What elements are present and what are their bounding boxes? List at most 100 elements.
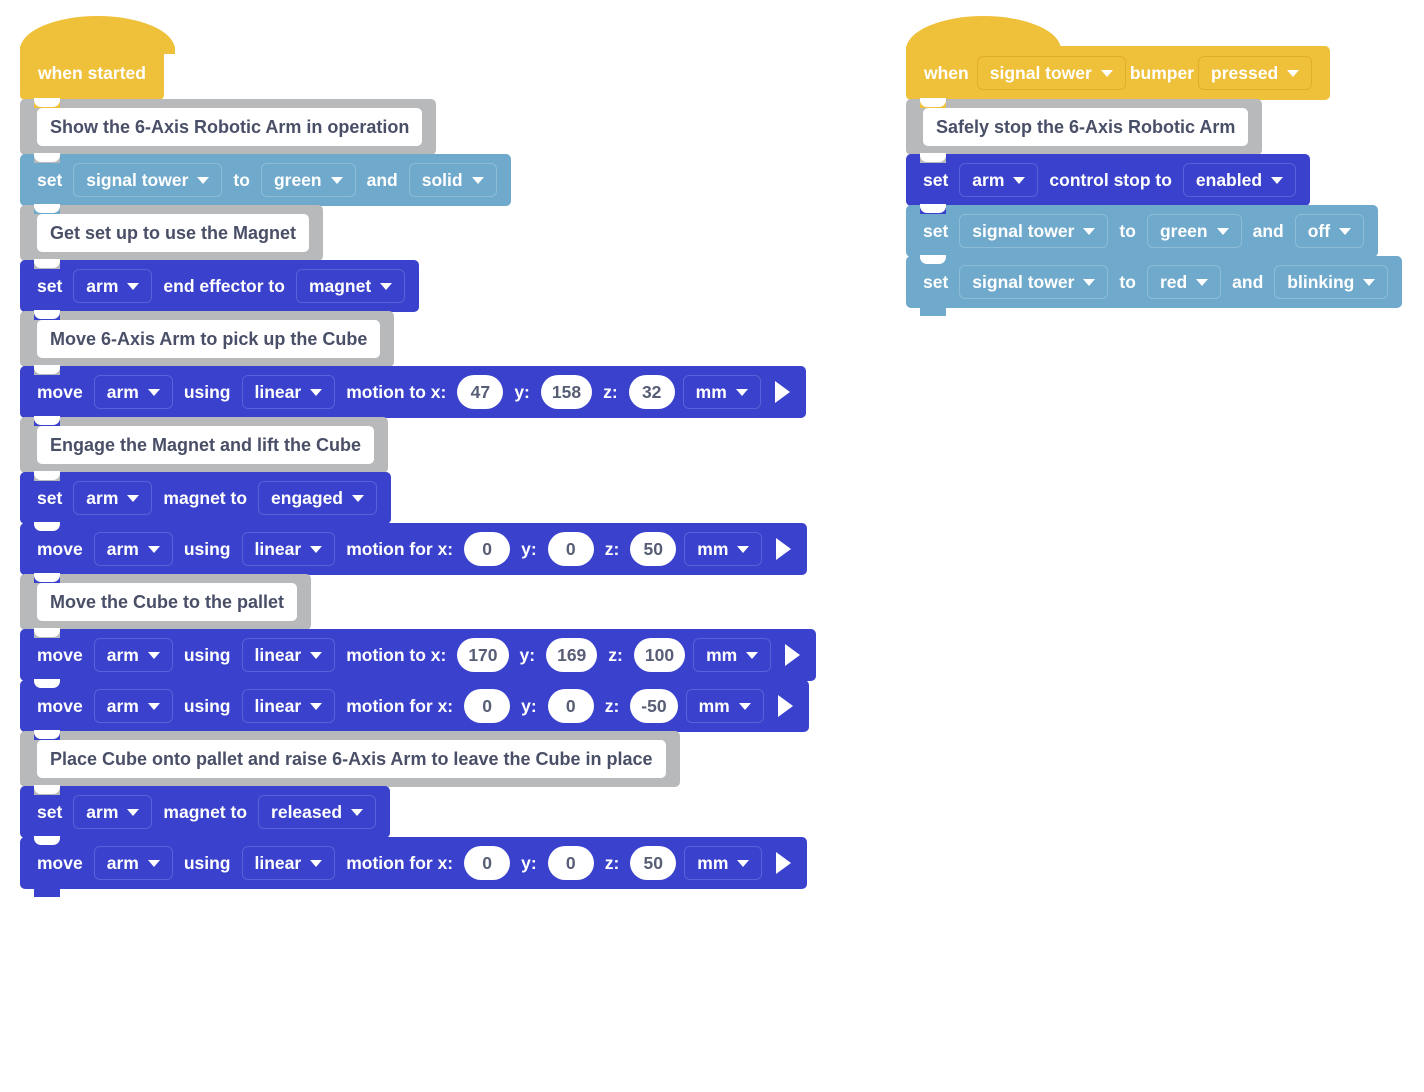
end-effector-value-dropdown[interactable]: magnet bbox=[295, 269, 406, 303]
arm-device-dropdown[interactable]: arm bbox=[93, 846, 173, 880]
comment-block[interactable]: Show the 6-Axis Robotic Arm in operation bbox=[20, 98, 437, 163]
when-started-hat[interactable]: when started bbox=[20, 16, 175, 108]
chevron-down-icon bbox=[147, 388, 160, 396]
arm-device-dropdown[interactable]: arm bbox=[73, 269, 153, 303]
motion-y-input[interactable]: 0 bbox=[547, 689, 594, 723]
comment-block[interactable]: Get set up to use the Magnet bbox=[20, 204, 324, 269]
comment-block[interactable]: Engage the Magnet and lift the Cube bbox=[20, 416, 389, 481]
motion-type-dropdown[interactable]: linear bbox=[241, 638, 336, 672]
arm-device-dropdown[interactable]: arm bbox=[93, 532, 173, 566]
motion-units-dropdown[interactable]: mm bbox=[685, 689, 764, 723]
motion-type-dropdown[interactable]: linear bbox=[241, 846, 336, 880]
expand-arrow-icon[interactable] bbox=[785, 644, 801, 666]
motion-type-dropdown[interactable]: linear bbox=[241, 532, 336, 566]
comment-block[interactable]: Safely stop the 6-Axis Robotic Arm bbox=[906, 98, 1263, 163]
magnet-state-dropdown[interactable]: engaged bbox=[258, 481, 377, 515]
expand-arrow-icon[interactable] bbox=[774, 381, 790, 403]
signal-tower-device-dropdown[interactable]: signal tower bbox=[959, 214, 1109, 248]
motion-type-dropdown[interactable]: linear bbox=[241, 375, 336, 409]
control-stop-value-dropdown[interactable]: enabled bbox=[1182, 163, 1297, 197]
comment-text: Show the 6-Axis Robotic Arm in operation bbox=[37, 108, 423, 146]
motion-units-dropdown[interactable]: mm bbox=[693, 638, 772, 672]
chevron-down-icon bbox=[310, 702, 323, 710]
motion-x-input[interactable]: 0 bbox=[464, 846, 511, 880]
motion-z-input[interactable]: -50 bbox=[630, 689, 678, 723]
motion-units-dropdown[interactable]: mm bbox=[684, 846, 763, 880]
comment-block[interactable]: Move the Cube to the pallet bbox=[20, 573, 312, 638]
hat-dome-shape bbox=[20, 16, 175, 54]
magnet-state-dropdown[interactable]: released bbox=[258, 795, 377, 829]
chevron-down-icon bbox=[127, 282, 140, 290]
comment-block[interactable]: Place Cube onto pallet and raise 6-Axis … bbox=[20, 730, 680, 795]
chevron-down-icon bbox=[737, 859, 750, 867]
block-top-notch bbox=[34, 730, 60, 739]
chevron-down-icon bbox=[1196, 278, 1209, 286]
motion-z-input[interactable]: 100 bbox=[633, 638, 686, 672]
arm-device-dropdown[interactable]: arm bbox=[73, 795, 153, 829]
arm-device-dropdown[interactable]: arm bbox=[959, 163, 1039, 197]
signal-tower-color-dropdown[interactable]: green bbox=[260, 163, 356, 197]
motion-z-input[interactable]: 50 bbox=[630, 846, 677, 880]
signal-tower-mode-dropdown[interactable]: solid bbox=[408, 163, 497, 197]
signal-tower-color-dropdown[interactable]: red bbox=[1146, 265, 1222, 299]
block-top-notch bbox=[920, 98, 946, 107]
signal-tower-mode-dropdown[interactable]: blinking bbox=[1274, 265, 1389, 299]
expand-arrow-icon[interactable] bbox=[776, 852, 792, 874]
motion-y-input[interactable]: 169 bbox=[546, 638, 598, 672]
signal-tower-color-dropdown[interactable]: green bbox=[1146, 214, 1242, 248]
comment-text: Safely stop the 6-Axis Robotic Arm bbox=[923, 108, 1249, 146]
comment-text: Move 6-Axis Arm to pick up the Cube bbox=[37, 320, 381, 358]
block-top-notch bbox=[34, 416, 60, 425]
expand-arrow-icon[interactable] bbox=[777, 695, 793, 717]
chevron-down-icon bbox=[127, 808, 140, 816]
block-top-notch bbox=[34, 153, 60, 162]
arm-device-dropdown[interactable]: arm bbox=[73, 481, 153, 515]
chevron-down-icon bbox=[197, 176, 210, 184]
motion-units-dropdown[interactable]: mm bbox=[684, 532, 763, 566]
chevron-down-icon bbox=[127, 494, 140, 502]
motion-y-input[interactable]: 0 bbox=[547, 846, 594, 880]
arm-device-dropdown[interactable]: arm bbox=[93, 638, 173, 672]
motion-x-input[interactable]: 0 bbox=[464, 689, 511, 723]
chevron-down-icon bbox=[147, 651, 160, 659]
chevron-down-icon bbox=[351, 808, 364, 816]
motion-x-input[interactable]: 0 bbox=[464, 532, 511, 566]
signal-tower-device-dropdown[interactable]: signal tower bbox=[73, 163, 223, 197]
motion-y-input[interactable]: 158 bbox=[540, 375, 593, 409]
motion-z-input[interactable]: 32 bbox=[628, 375, 675, 409]
motion-x-input[interactable]: 170 bbox=[457, 638, 509, 672]
bumper-device-dropdown[interactable]: signal tower bbox=[976, 56, 1126, 90]
motion-units-dropdown[interactable]: mm bbox=[682, 375, 761, 409]
motion-type-dropdown[interactable]: linear bbox=[241, 689, 336, 723]
motion-z-input[interactable]: 50 bbox=[630, 532, 677, 566]
motion-y-input[interactable]: 0 bbox=[547, 532, 594, 566]
signal-tower-mode-dropdown[interactable]: off bbox=[1294, 214, 1365, 248]
motion-x-input[interactable]: 47 bbox=[457, 375, 504, 409]
chevron-down-icon bbox=[746, 651, 759, 659]
bumper-state-dropdown[interactable]: pressed bbox=[1198, 56, 1313, 90]
comment-text: Move the Cube to the pallet bbox=[37, 583, 298, 621]
signal-tower-device-dropdown[interactable]: signal tower bbox=[959, 265, 1109, 299]
expand-arrow-icon[interactable] bbox=[776, 538, 792, 560]
arm-device-dropdown[interactable]: arm bbox=[93, 689, 173, 723]
chevron-down-icon bbox=[330, 176, 343, 184]
comment-block[interactable]: Move 6-Axis Arm to pick up the Cube bbox=[20, 310, 395, 375]
arm-device-dropdown[interactable]: arm bbox=[93, 375, 173, 409]
comment-text: Get set up to use the Magnet bbox=[37, 214, 310, 252]
